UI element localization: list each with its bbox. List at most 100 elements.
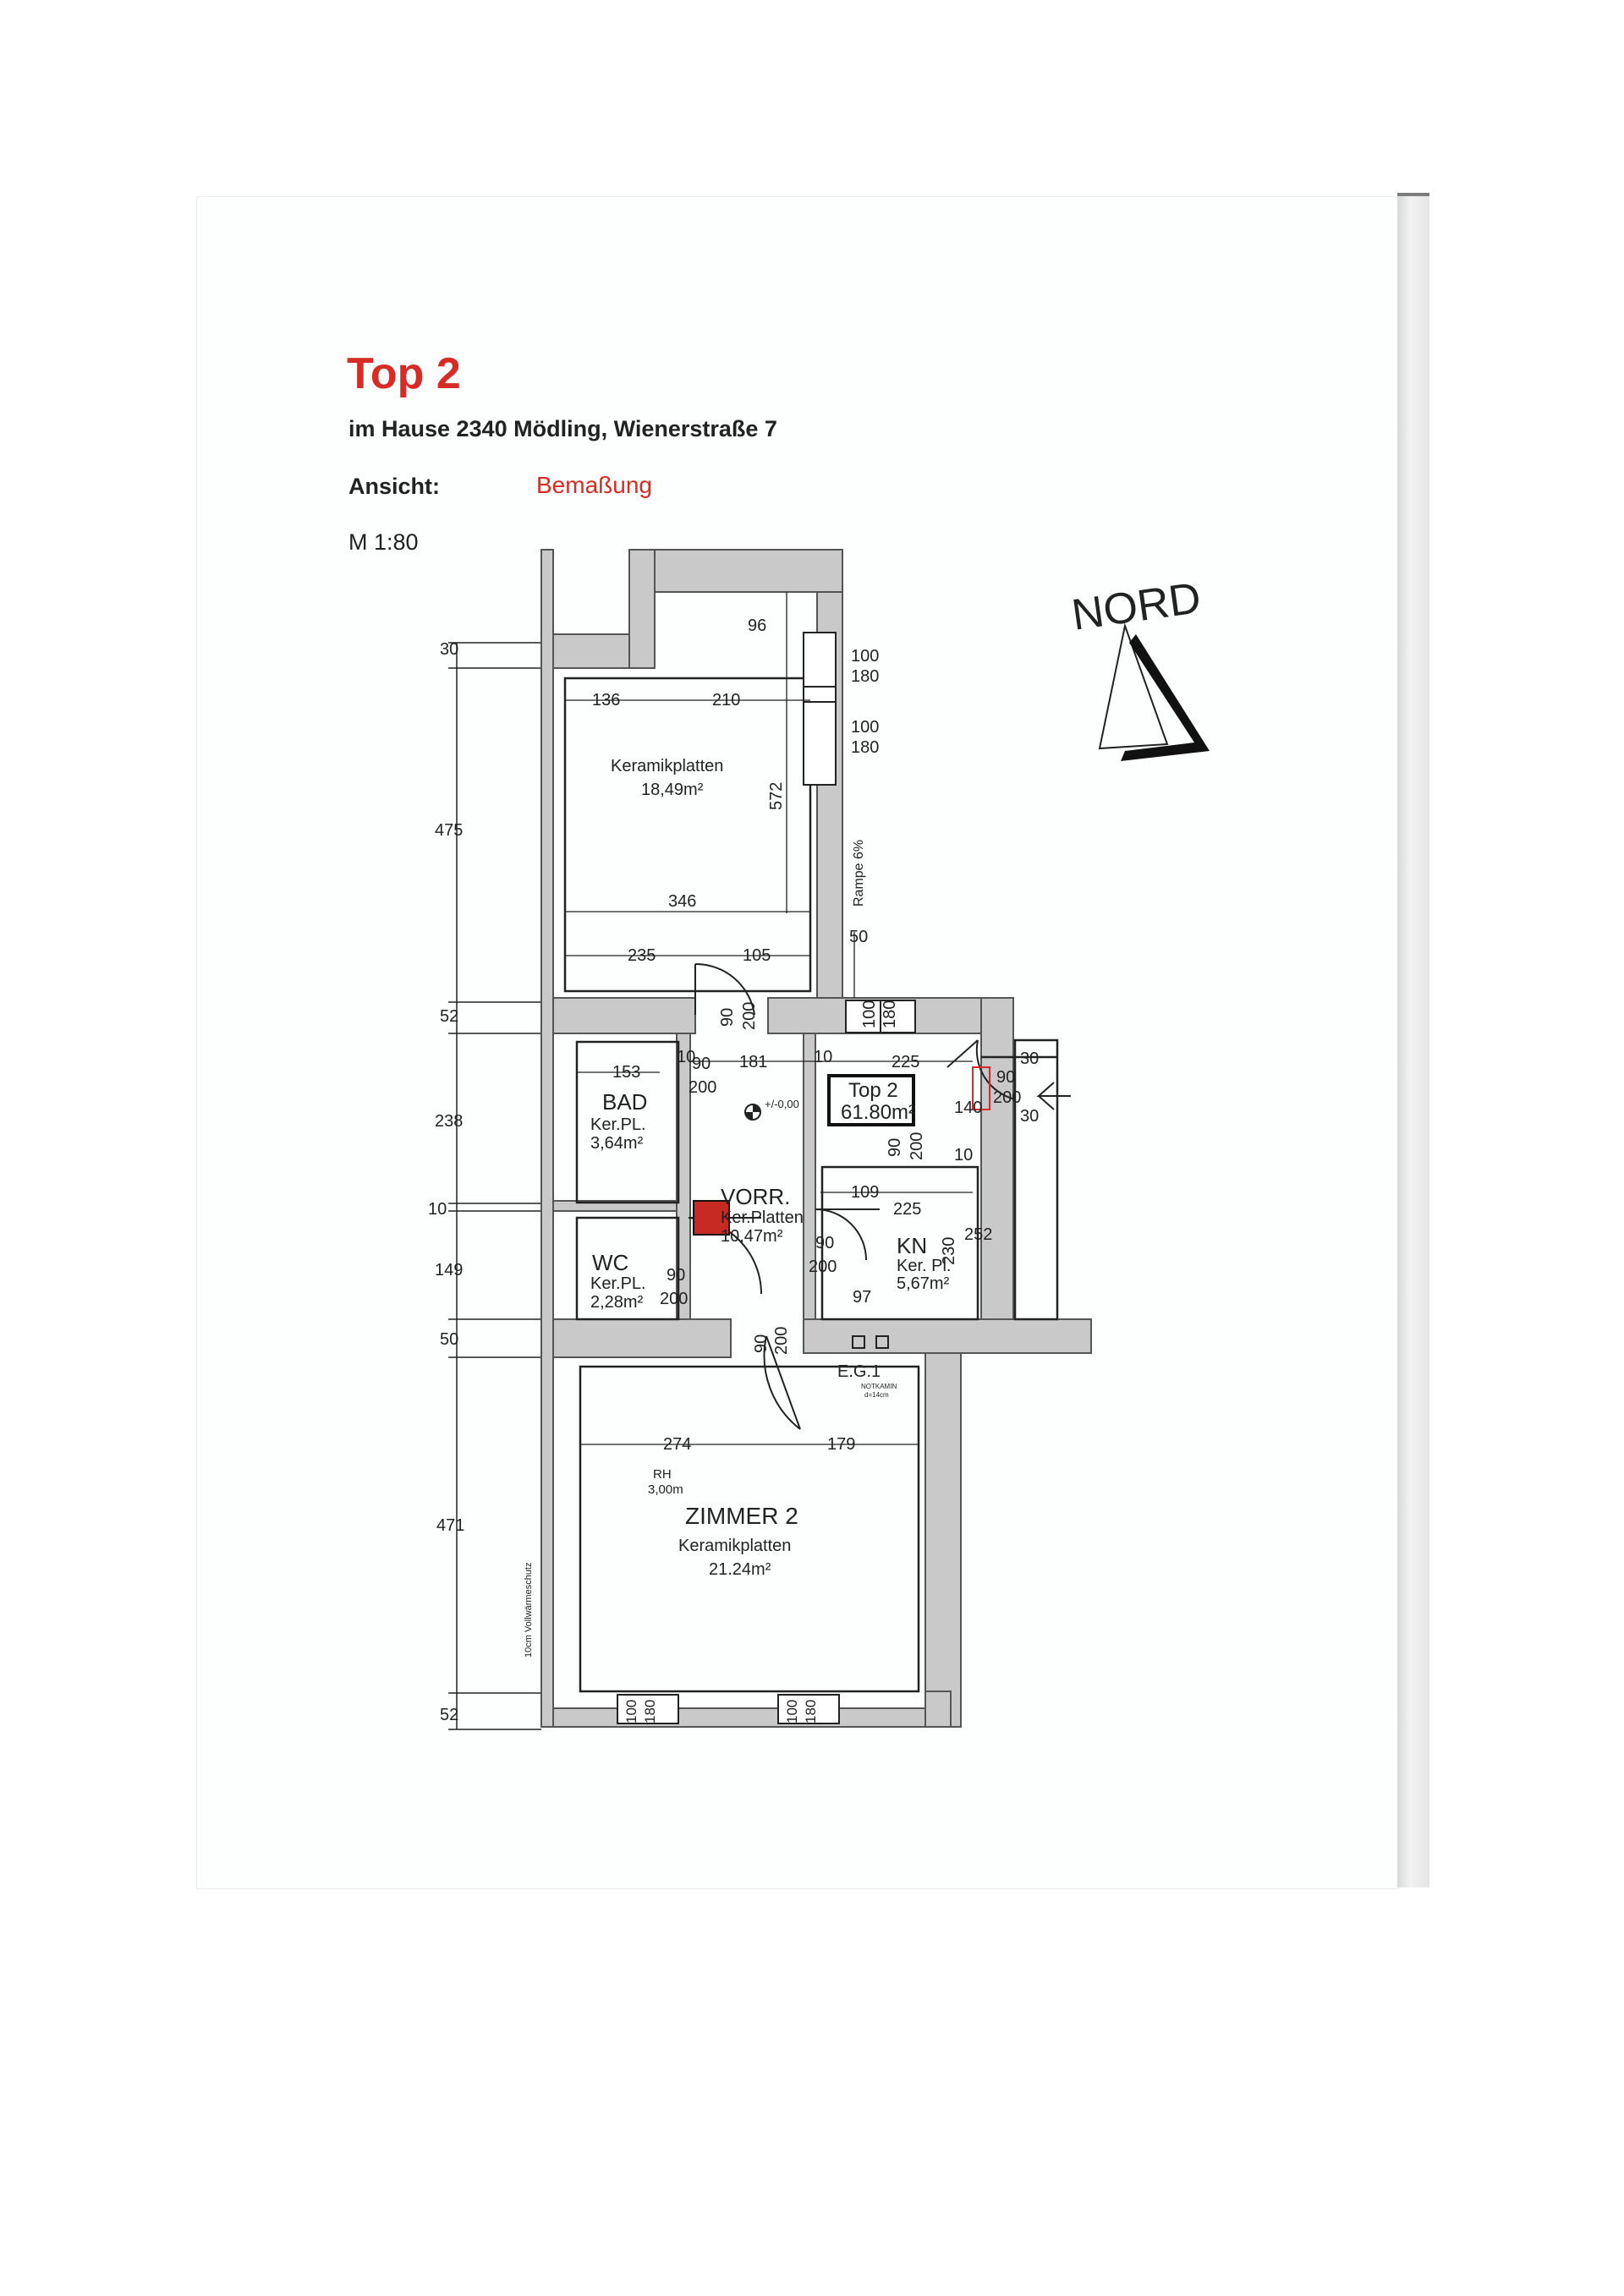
dim-win1a: 100 <box>851 647 879 666</box>
left-dimension-lines <box>448 642 541 1730</box>
dim-252: 252 <box>964 1225 992 1244</box>
unit-box-area: 61.80m² <box>841 1101 915 1124</box>
chimney-label: E.G.1 <box>837 1362 881 1381</box>
vorr-area: 10,47m² <box>721 1227 783 1246</box>
dim-win2b: 180 <box>851 738 879 757</box>
dim-97: 97 <box>853 1288 871 1307</box>
bad-area: 3,64m² <box>590 1134 644 1153</box>
view-value: Bemaßung <box>536 472 652 498</box>
dim-30b: 30 <box>1020 1107 1039 1126</box>
zimmer2-area: 21.24m² <box>709 1560 771 1579</box>
sheet-edge-shadow <box>1397 196 1429 1888</box>
dim-win3b: 180 <box>881 1000 899 1028</box>
dim-200a: 200 <box>689 1078 716 1097</box>
room1-area: 18,49m² <box>641 781 704 799</box>
chimney-note2: d=14cm <box>864 1391 889 1399</box>
dim-136: 136 <box>592 691 620 710</box>
dim-10c: 10 <box>954 1146 973 1164</box>
distribution-box-icon <box>693 1200 730 1236</box>
ramp-label: Rampe 6% <box>852 840 866 907</box>
dim-10b: 10 <box>814 1048 832 1066</box>
dim-left-2: 52 <box>440 1007 458 1026</box>
kn-floor: Ker. Pl. <box>897 1257 951 1275</box>
dim-90d: 90 <box>667 1266 685 1285</box>
dim-225b: 225 <box>893 1200 921 1219</box>
dim-109: 109 <box>851 1183 879 1202</box>
room1-floor: Keramikplatten <box>611 757 723 775</box>
unit-box <box>827 1074 915 1126</box>
dim-210: 210 <box>712 691 740 710</box>
zimmer2-rh-label: RH <box>653 1467 672 1482</box>
dim-179: 179 <box>827 1435 855 1454</box>
dim-200d: 200 <box>660 1290 688 1308</box>
unit-box-name: Top 2 <box>848 1079 898 1102</box>
dim-572: 572 <box>767 782 786 810</box>
dim-235: 235 <box>628 946 656 965</box>
dim-door3b: 200 <box>772 1327 791 1355</box>
vorr-name: VORR. <box>721 1184 790 1209</box>
chimney-note1: NOTKAMIN <box>861 1383 897 1390</box>
level-mark: +/-0,00 <box>765 1098 799 1110</box>
dim-50: 50 <box>849 928 868 946</box>
windows <box>617 632 916 1724</box>
bad-name: BAD <box>602 1089 647 1115</box>
wc-floor: Ker.PL. <box>590 1274 646 1293</box>
dim-90b: 90 <box>996 1068 1015 1087</box>
zimmer2-name: ZIMMER 2 <box>685 1503 798 1529</box>
entrance-arrow-icon <box>1036 1082 1071 1110</box>
insulation-note: 10cm Vollwärmeschutz <box>524 1563 534 1658</box>
walls <box>540 549 1092 1728</box>
dim-230: 230 <box>940 1237 958 1265</box>
dim-left-4: 10 <box>428 1200 447 1219</box>
north-arrow-icon <box>1098 622 1210 761</box>
view-label: Ansicht: <box>348 474 440 499</box>
compass-label: NORD <box>1069 573 1204 640</box>
scale-label: M 1:80 <box>348 529 419 555</box>
dim-140: 140 <box>954 1099 982 1117</box>
dim-105: 105 <box>743 946 771 965</box>
level-marker-icon <box>744 1104 761 1121</box>
room-outlines <box>563 677 1059 1693</box>
dim-win5b: 180 <box>803 1700 819 1723</box>
dim-left-7: 471 <box>436 1516 464 1535</box>
dim-win3a: 100 <box>860 1000 879 1028</box>
dim-346: 346 <box>668 892 696 911</box>
bad-floor: Ker.PL. <box>590 1115 646 1134</box>
address-subtitle: im Hause 2340 Mödling, Wienerstraße 7 <box>348 416 777 441</box>
dim-door1b: 200 <box>740 1002 759 1030</box>
dim-left-0: 30 <box>440 640 458 659</box>
dim-90a: 90 <box>692 1055 710 1073</box>
zimmer2-floor: Keramikplatten <box>678 1537 791 1555</box>
dim-win5a: 100 <box>784 1700 800 1723</box>
dim-153: 153 <box>612 1063 640 1082</box>
dim-left-3: 238 <box>435 1112 463 1131</box>
dim-left-6: 50 <box>440 1330 458 1349</box>
dim-win2a: 100 <box>851 718 879 737</box>
interior-dimension-lines <box>565 592 973 1445</box>
kn-area: 5,67m² <box>897 1274 950 1293</box>
dim-96: 96 <box>748 616 766 635</box>
dim-181: 181 <box>739 1053 767 1071</box>
dim-door1a: 90 <box>718 1008 737 1027</box>
dim-90c: 90 <box>815 1234 834 1252</box>
wc-area: 2,28m² <box>590 1293 644 1312</box>
chimney-icon <box>852 1335 889 1349</box>
dim-274: 274 <box>663 1435 691 1454</box>
kn-name: KN <box>897 1233 927 1258</box>
dim-left-5: 149 <box>435 1261 463 1280</box>
dim-left-8: 52 <box>440 1706 458 1724</box>
vorr-floor: Ker.Platten <box>721 1208 804 1227</box>
wc-name: WC <box>592 1250 628 1275</box>
meter-box-icon <box>972 1066 990 1110</box>
dim-225a: 225 <box>892 1053 919 1071</box>
dim-10a: 10 <box>677 1048 695 1066</box>
dim-door2b: 200 <box>908 1132 926 1160</box>
zimmer2-rh-value: 3,00m <box>648 1482 683 1497</box>
dim-200b: 200 <box>993 1088 1021 1107</box>
dim-200c: 200 <box>809 1258 837 1276</box>
dim-30a: 30 <box>1020 1049 1039 1068</box>
page-title: Top 2 <box>347 349 461 398</box>
dim-win4b: 180 <box>642 1700 658 1723</box>
dim-door2a: 90 <box>886 1138 904 1157</box>
